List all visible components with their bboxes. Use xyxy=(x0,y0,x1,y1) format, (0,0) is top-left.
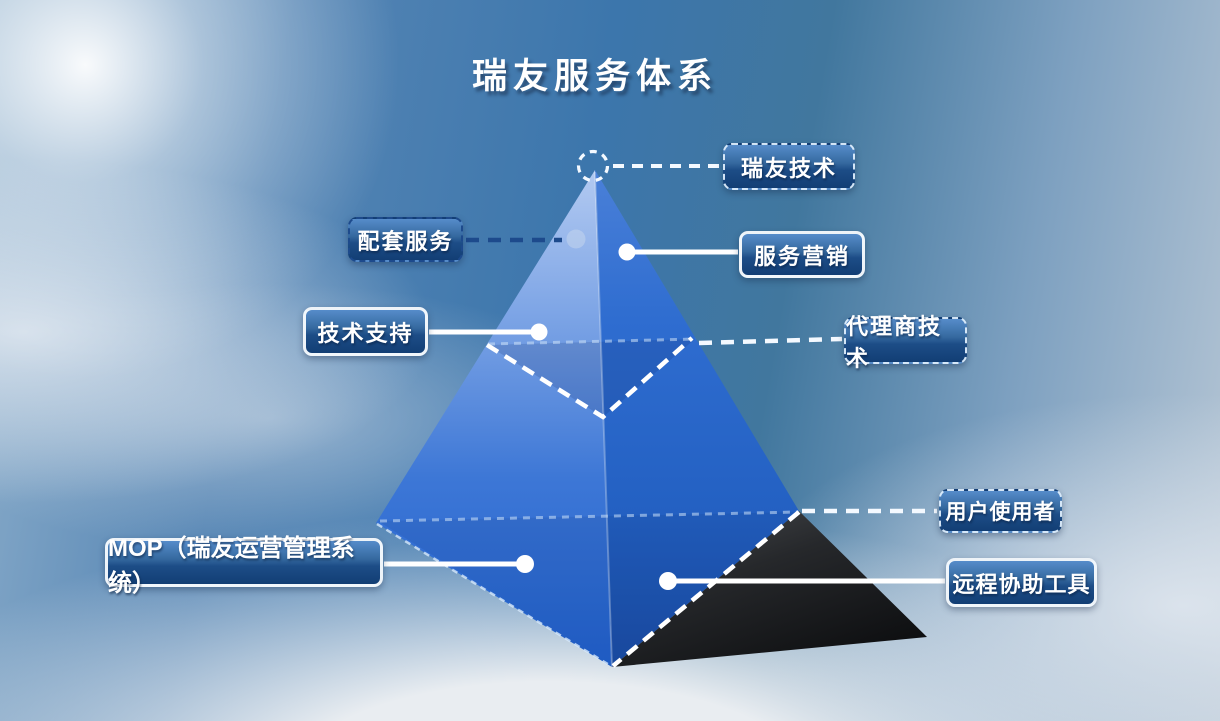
tier3-back-dashed-line xyxy=(379,510,799,523)
label-service-marketing: 服务营销 xyxy=(739,231,865,278)
label-end-users-text: 用户使用者 xyxy=(945,501,1056,524)
label-agent-technology-text: 代理商技术 xyxy=(846,313,943,371)
label-remote-assist-tool-text: 远程协助工具 xyxy=(952,571,1091,597)
connector-dailishang xyxy=(698,336,843,346)
pyramid-right-face xyxy=(595,170,799,667)
label-agent-technology: 代理商技术 xyxy=(844,314,967,371)
page-title: 瑞友服务体系 xyxy=(471,57,718,96)
label-mop-system-text: MOP（瑞友运营管理系统） xyxy=(108,534,355,597)
label-ruiyou-technology-text: 瑞友技术 xyxy=(740,155,837,181)
peitao-endpoint-dot xyxy=(566,229,586,249)
fuwu-yingxiao-endpoint-dot xyxy=(618,243,636,261)
tier1-back-dashed-line xyxy=(487,337,697,346)
apex-dashed-circle xyxy=(576,149,610,183)
label-mop-system: MOP（瑞友运营管理系统） xyxy=(105,535,383,597)
label-remote-assist-tool: 远程协助工具 xyxy=(946,558,1097,607)
mop-endpoint-dot xyxy=(516,555,534,573)
pyramid-left-face xyxy=(376,170,612,667)
label-ruiyou-technology: 瑞友技术 xyxy=(723,143,855,190)
label-technical-support: 技术支持 xyxy=(303,307,428,356)
label-supporting-services-text: 配套服务 xyxy=(357,228,454,254)
label-end-users: 用户使用者 xyxy=(939,489,1062,533)
yuancheng-endpoint-dot xyxy=(659,572,677,590)
black-tier-dashed-edge xyxy=(611,510,801,668)
tier-band-lower xyxy=(378,512,798,667)
pyramid-black-tier xyxy=(612,511,927,667)
jishu-zhichi-endpoint-dot xyxy=(530,323,548,341)
tier-band-upper xyxy=(487,339,695,417)
label-technical-support-text: 技术支持 xyxy=(317,320,414,346)
label-service-marketing-text: 服务营销 xyxy=(753,243,850,269)
label-supporting-services: 配套服务 xyxy=(348,217,463,262)
tier1-front-dashed-line xyxy=(485,336,694,420)
base-left-edge-dashed xyxy=(376,522,612,668)
